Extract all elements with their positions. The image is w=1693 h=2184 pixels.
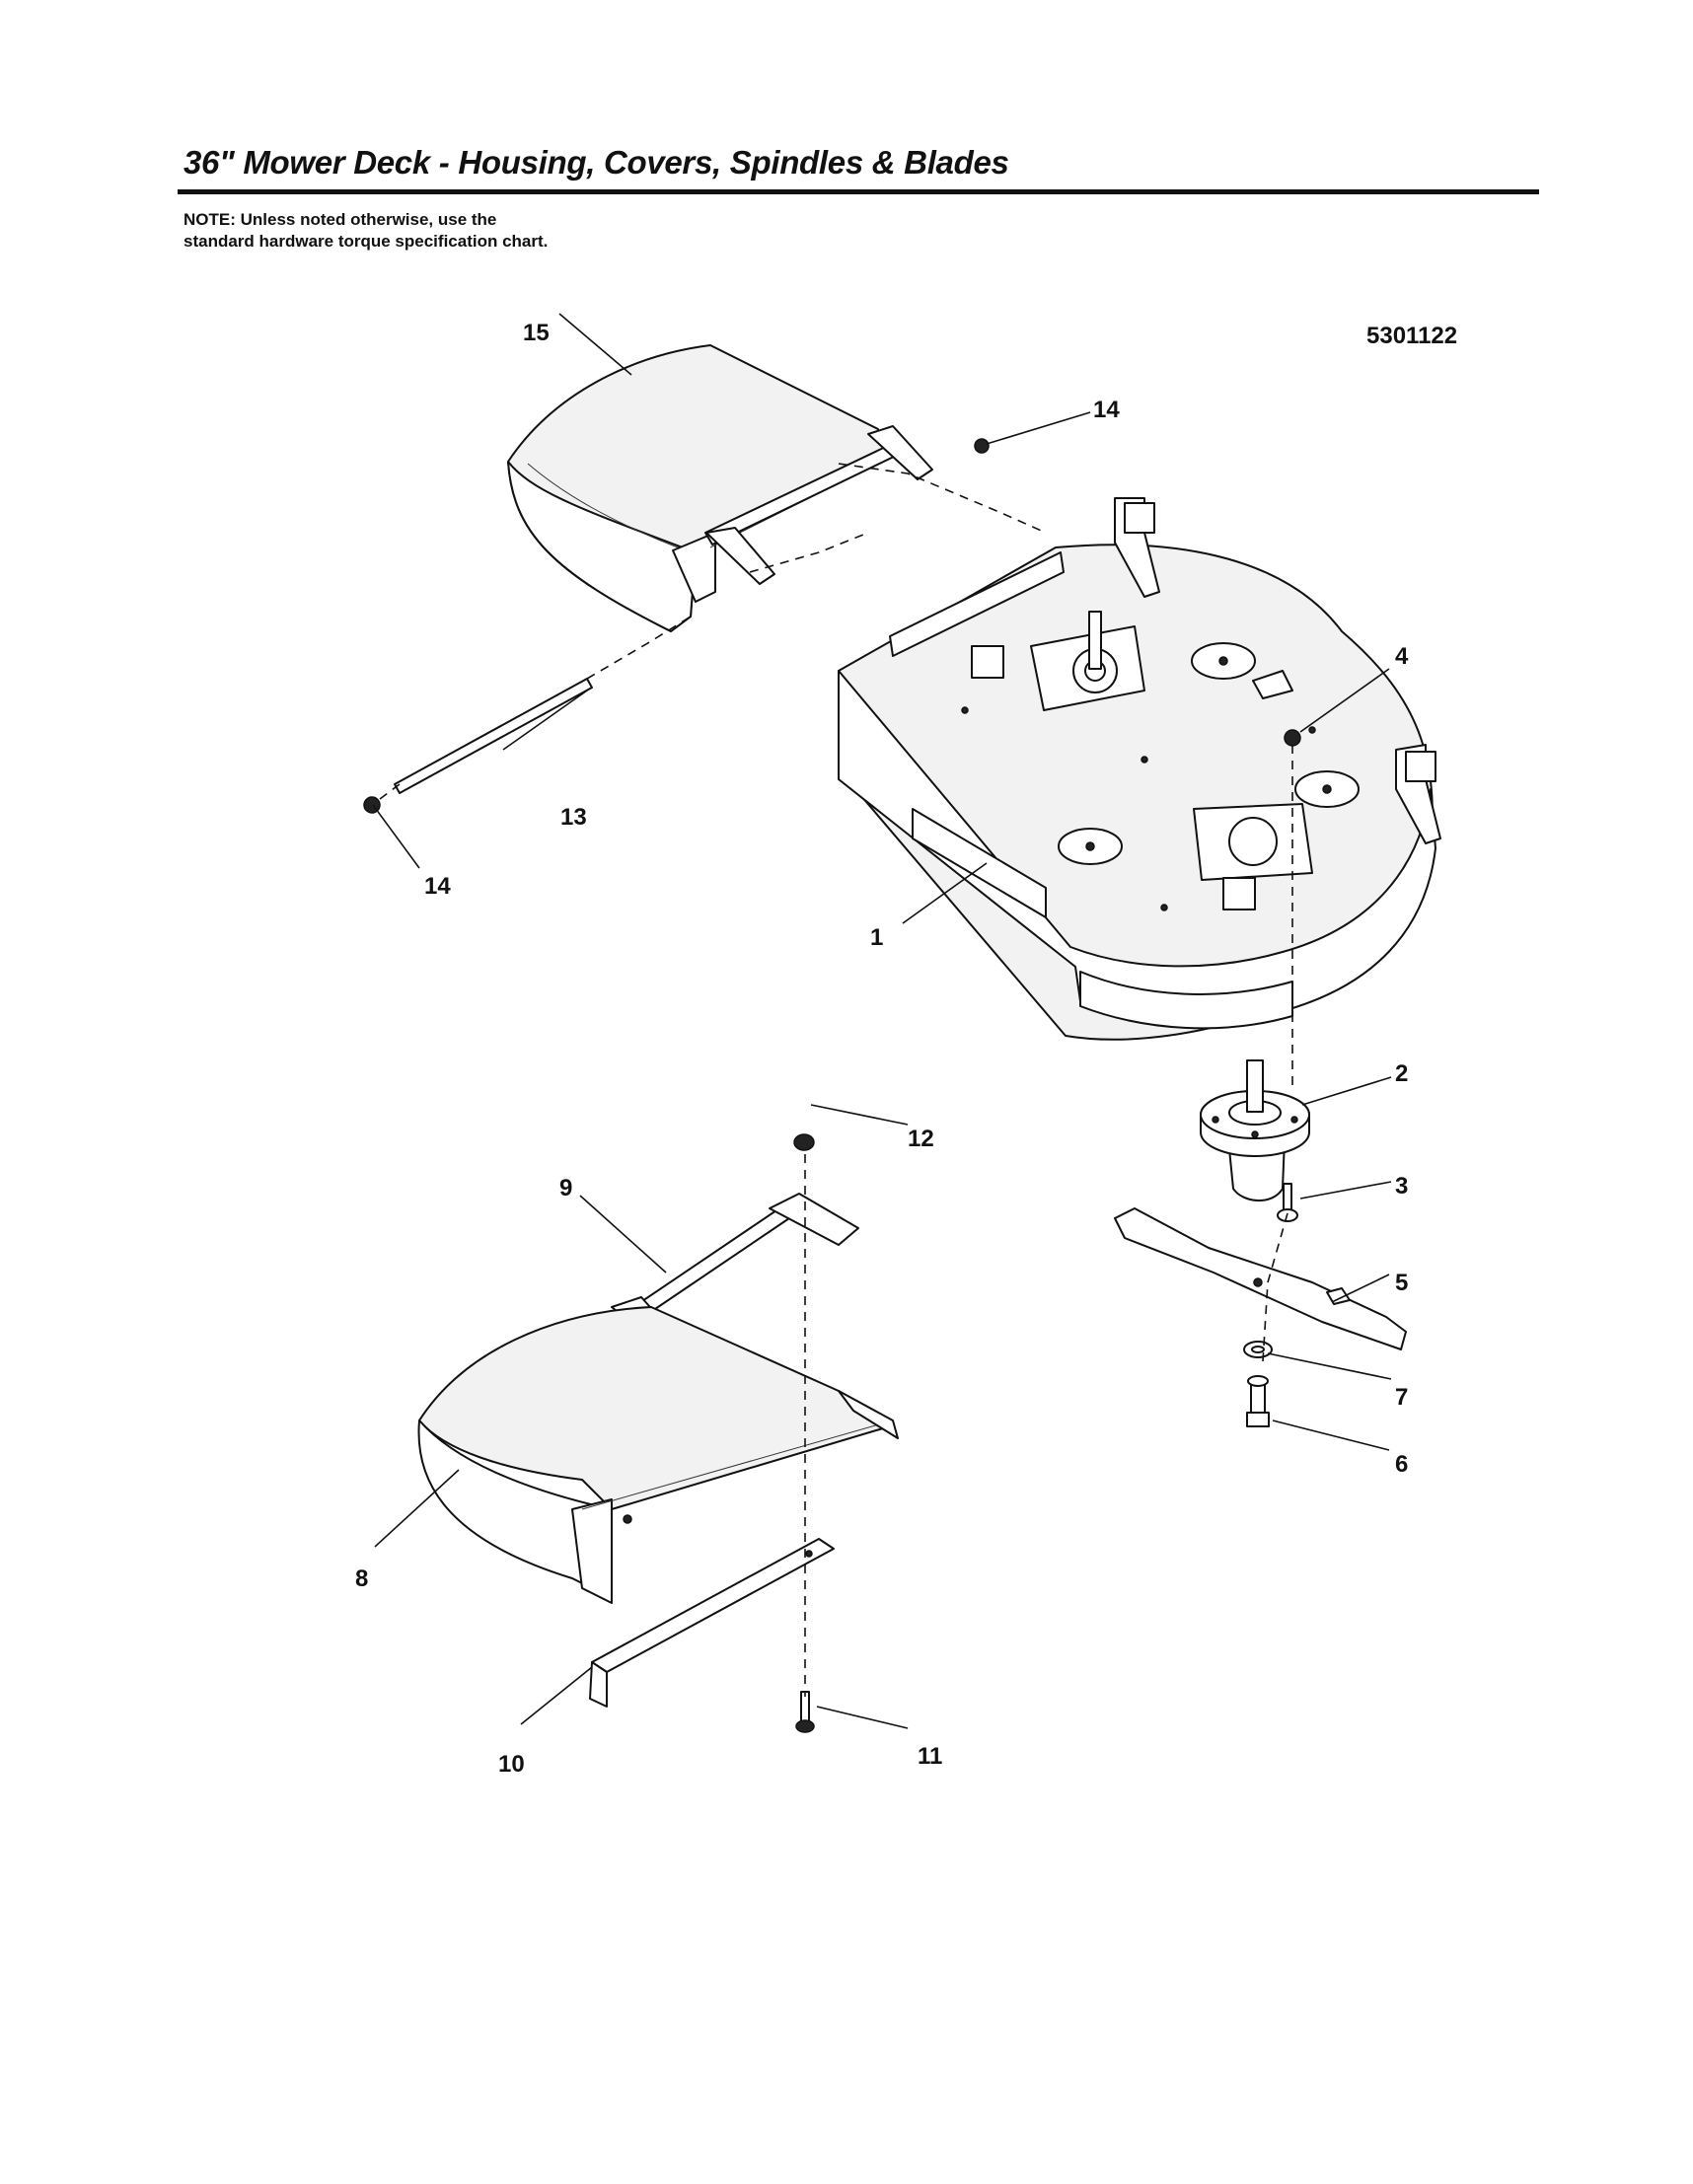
- part-5-blade: [1114, 1207, 1407, 1350]
- callout-5: 5: [1395, 1270, 1408, 1296]
- part-7-washer: [1243, 1341, 1273, 1358]
- part-10-lower-bracket: [589, 1538, 835, 1708]
- part-15-discharge-cover: [507, 344, 933, 632]
- callout-7: 7: [1395, 1384, 1408, 1411]
- part-11-screw: [795, 1691, 815, 1733]
- callout-3: 3: [1395, 1173, 1408, 1200]
- part-4-nut: [1284, 729, 1301, 747]
- callout-4: 4: [1395, 643, 1409, 670]
- torque-note: NOTE: Unless noted otherwise, use the st…: [184, 210, 549, 251]
- leader-lines: [372, 313, 1392, 1729]
- part-8-lower-cover: [417, 1306, 899, 1604]
- callout-labels: 15 14 4 13 14 1 2 12 9 3 5 7 6 8 10 11: [355, 320, 1409, 1778]
- diagram-ref-number: 5301122: [1366, 323, 1457, 349]
- part-1-deck-housing: [838, 497, 1441, 1041]
- callout-11: 11: [918, 1743, 942, 1770]
- callout-10: 10: [498, 1751, 525, 1778]
- part-6-blade-bolt: [1246, 1375, 1270, 1427]
- callout-14-upper: 14: [1093, 397, 1120, 423]
- part-14-nut-upper: [974, 438, 990, 454]
- callout-9: 9: [559, 1175, 572, 1201]
- part-13-rod: [394, 678, 593, 794]
- alignment-lines: [379, 463, 1293, 1697]
- callout-12: 12: [908, 1126, 934, 1152]
- part-12-nut: [793, 1133, 815, 1151]
- page-title: 36" Mower Deck - Housing, Covers, Spindl…: [184, 144, 1009, 181]
- callout-1: 1: [870, 924, 883, 951]
- title-rule: [178, 189, 1539, 194]
- callout-14-lower: 14: [424, 873, 451, 900]
- callout-15: 15: [523, 320, 550, 346]
- callout-2: 2: [1395, 1060, 1408, 1087]
- callout-8: 8: [355, 1565, 368, 1592]
- callout-13: 13: [560, 804, 587, 831]
- callout-6: 6: [1395, 1451, 1408, 1478]
- part-2-spindle: [1200, 1059, 1310, 1201]
